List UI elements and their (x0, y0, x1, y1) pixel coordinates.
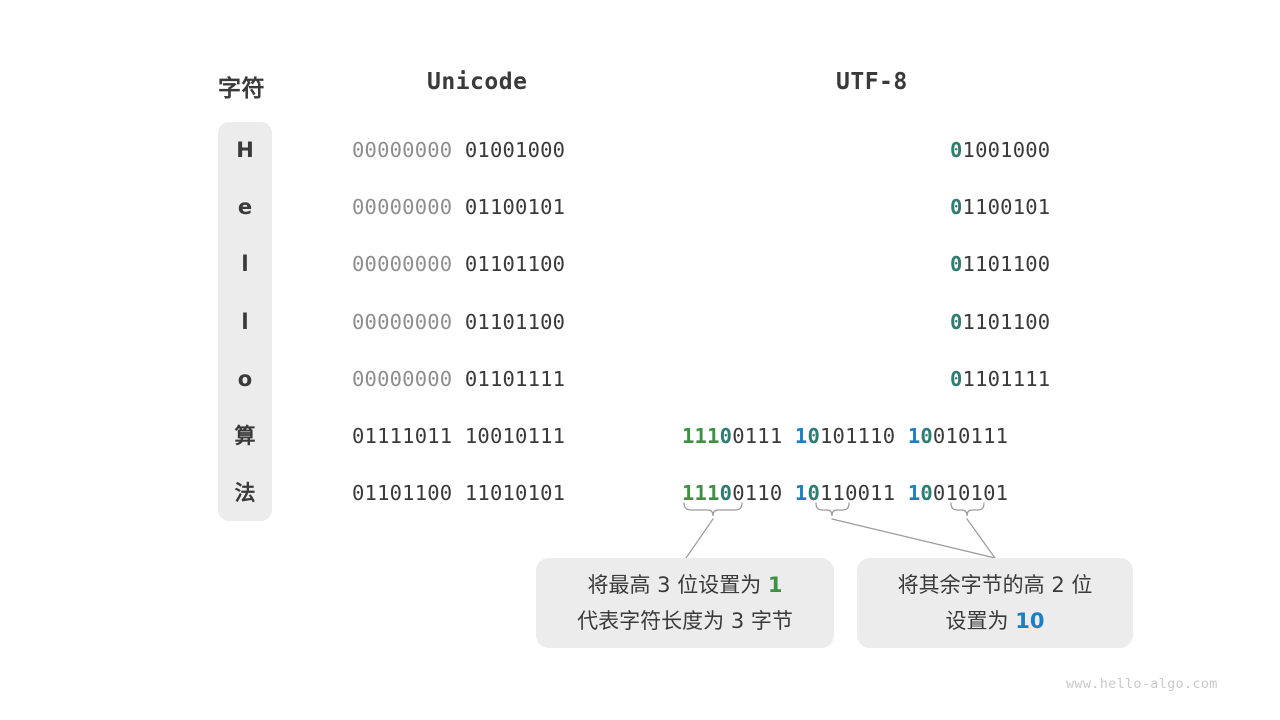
utf8-marker-bits-secondary: 0 (920, 424, 933, 448)
character-cell: 算 (234, 424, 256, 448)
leader-line-right-a (831, 518, 996, 559)
utf8-byte-separator (895, 424, 908, 448)
utf8-marker-bits-secondary: 0 (807, 481, 820, 505)
utf8-byte-separator (782, 424, 795, 448)
utf8-cell: 01101111 (950, 367, 1050, 391)
unicode-value-bits: 01101100 (464, 252, 566, 276)
utf8-marker-bits: 1 (794, 481, 808, 505)
utf8-byte-separator (782, 481, 795, 505)
utf8-marker-bits-secondary: 0 (807, 424, 820, 448)
unicode-cell: 01111011 10010111 (352, 424, 565, 448)
callout-continuation-bytes: 将其余字节的高 2 位 设置为 10 (857, 558, 1133, 648)
utf8-cell: 11100110 10110011 10010101 (682, 481, 1008, 505)
unicode-cell: 00000000 01101111 (352, 367, 565, 391)
utf8-marker-bits-secondary: 0 (719, 424, 733, 448)
callout-lead-byte: 将最高 3 位设置为 1 代表字符长度为 3 字节 (536, 558, 834, 648)
utf8-marker-bits: 0 (950, 367, 963, 391)
utf8-payload-bits: 110011 (820, 481, 896, 505)
utf8-payload-bits: 1101111 (962, 367, 1051, 391)
utf8-payload-bits: 010111 (932, 424, 1009, 448)
watermark: www.hello-algo.com (1066, 676, 1218, 692)
utf8-marker-bits: 1 (794, 424, 808, 448)
callout-right-highlight: 10 (1015, 609, 1045, 633)
callout-left-line-1: 将最高 3 位设置为 1 (587, 567, 782, 603)
character-cell: l (241, 310, 249, 334)
character-cell: 法 (234, 481, 256, 505)
callout-right-line-1: 将其余字节的高 2 位 (897, 573, 1093, 597)
unicode-padding-byte: 00000000 (352, 252, 465, 276)
utf8-payload-bits: 010101 (932, 481, 1009, 505)
column-header-utf8: UTF-8 (836, 69, 908, 95)
unicode-cell: 00000000 01001000 (352, 138, 565, 162)
utf8-payload-bits: 0111 (732, 424, 783, 448)
utf8-marker-bits-secondary: 0 (719, 481, 733, 505)
utf8-marker-bits: 111 (682, 424, 720, 448)
callout-left-line-1-text: 将最高 3 位设置为 (587, 573, 768, 597)
unicode-value-bits: 01101100 11010101 (352, 481, 566, 505)
utf8-cell: 01001000 (950, 138, 1050, 162)
callout-left-highlight: 1 (767, 573, 783, 597)
leader-line-left (685, 518, 714, 559)
utf8-marker-bits: 1 (907, 424, 921, 448)
unicode-value-bits: 01001000 (464, 138, 566, 162)
unicode-padding-byte: 00000000 (352, 367, 465, 391)
unicode-value-bits: 01101111 (464, 367, 566, 391)
utf8-payload-bits: 1100101 (962, 195, 1051, 219)
utf8-marker-bits-secondary: 0 (920, 481, 933, 505)
utf8-cell: 11100111 10101110 10010111 (682, 424, 1008, 448)
character-cell: H (236, 138, 254, 162)
callout-right-line-2-text: 设置为 (945, 609, 1016, 633)
character-cell: o (237, 367, 253, 391)
utf8-marker-bits: 0 (950, 252, 963, 276)
utf8-cell: 01100101 (950, 195, 1050, 219)
unicode-cell: 00000000 01101100 (352, 310, 565, 334)
unicode-cell: 01101100 11010101 (352, 481, 565, 505)
unicode-cell: 00000000 01101100 (352, 252, 565, 276)
unicode-padding-byte: 00000000 (352, 195, 465, 219)
unicode-cell: 00000000 01100101 (352, 195, 565, 219)
utf8-marker-bits: 0 (950, 310, 963, 334)
utf8-payload-bits: 1001000 (962, 138, 1051, 162)
utf8-payload-bits: 1101100 (962, 310, 1051, 334)
utf8-cell: 01101100 (950, 252, 1050, 276)
unicode-value-bits: 01100101 (464, 195, 566, 219)
callout-right-line-2: 设置为 10 (946, 603, 1045, 639)
callout-left-line-2: 代表字符长度为 3 字节 (577, 609, 793, 633)
column-header-character: 字符 (218, 76, 265, 102)
utf8-marker-bits: 111 (682, 481, 720, 505)
unicode-value-bits: 01111011 10010111 (352, 424, 566, 448)
utf8-cell: 01101100 (950, 310, 1050, 334)
unicode-value-bits: 01101100 (464, 310, 566, 334)
unicode-padding-byte: 00000000 (352, 310, 465, 334)
character-cell: e (237, 195, 253, 219)
utf8-payload-bits: 1101100 (962, 252, 1051, 276)
leader-line-right-b (966, 518, 996, 559)
utf8-payload-bits: 0110 (732, 481, 783, 505)
utf8-byte-separator (895, 481, 908, 505)
column-header-unicode: Unicode (427, 69, 528, 95)
character-cell: l (241, 252, 249, 276)
utf8-marker-bits: 0 (950, 138, 963, 162)
utf8-marker-bits: 1 (907, 481, 921, 505)
utf8-payload-bits: 101110 (820, 424, 896, 448)
utf8-marker-bits: 0 (950, 195, 963, 219)
character-column-panel (218, 122, 272, 521)
unicode-padding-byte: 00000000 (352, 138, 465, 162)
